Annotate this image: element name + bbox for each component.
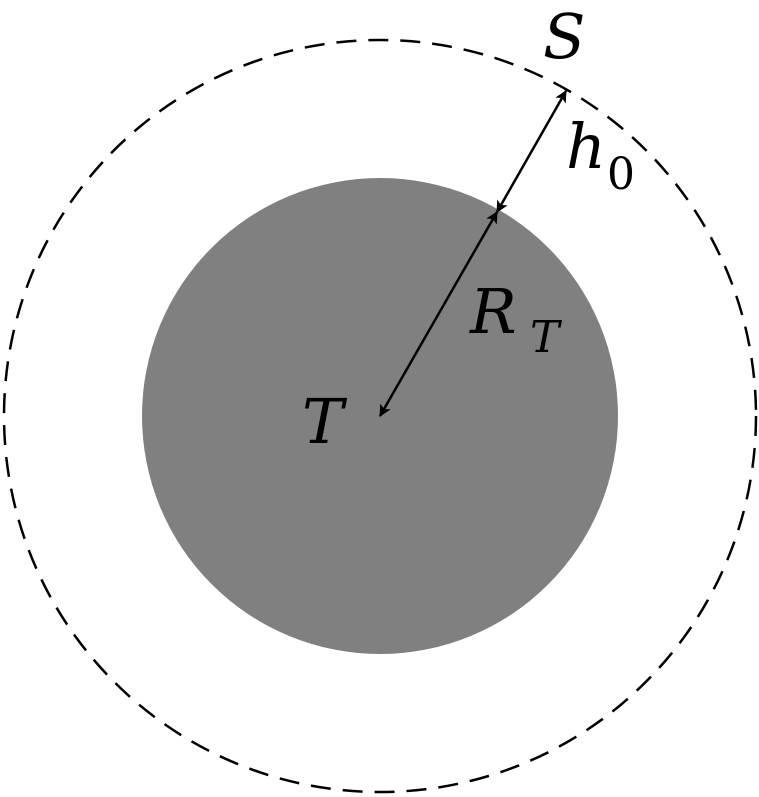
orbit-label: S: [543, 0, 585, 73]
radius-label-subscript: T: [530, 312, 563, 363]
radius-label: R: [469, 275, 517, 348]
radius-arrow: [378, 211, 499, 417]
altitude-label-subscript: 0: [607, 149, 635, 200]
orbit-circle: [2, 38, 758, 794]
altitude-label: h: [566, 110, 606, 183]
planet-label: T: [302, 385, 348, 458]
altitude-arrow: [495, 90, 568, 213]
